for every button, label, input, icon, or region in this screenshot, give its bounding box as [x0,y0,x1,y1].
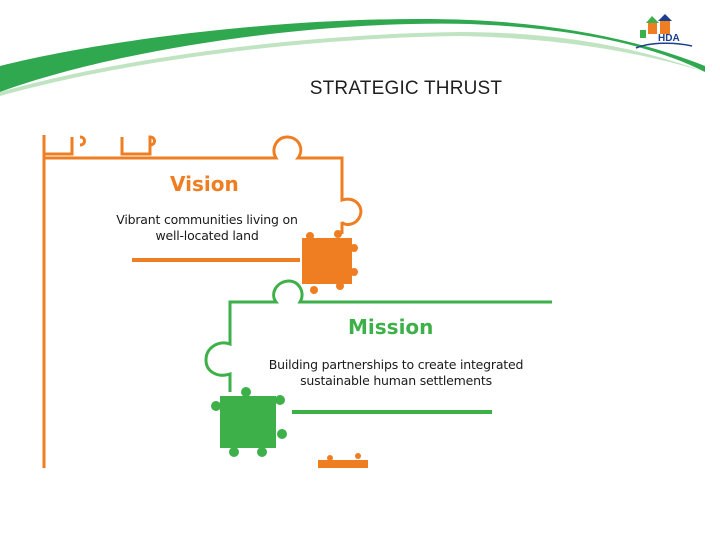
header-swoosh [0,19,705,93]
small-orange-piece [318,453,368,468]
green-puzzle-piece [211,387,287,457]
vision-statement: Vibrant communities living on well-locat… [112,212,302,244]
vision-line-1: Vibrant communities living on [116,212,298,227]
slide-title: STRATEGIC THRUST [309,78,503,99]
vision-outline [42,135,363,468]
house-logo-icon [635,14,693,49]
mission-line-2: sustainable human settlements [300,373,492,388]
mission-line-1: Building partnerships to create integrat… [268,357,524,372]
vision-line-2: well-located land [155,228,259,243]
header-swoosh-shadow [0,32,705,96]
logo-text: HDA [658,33,680,44]
vision-heading: Vision [170,172,239,196]
mission-statement: Building partnerships to create integrat… [266,357,526,389]
orange-puzzle-piece [302,230,358,294]
mission-heading: Mission [348,315,434,339]
mission-outline [204,279,552,392]
